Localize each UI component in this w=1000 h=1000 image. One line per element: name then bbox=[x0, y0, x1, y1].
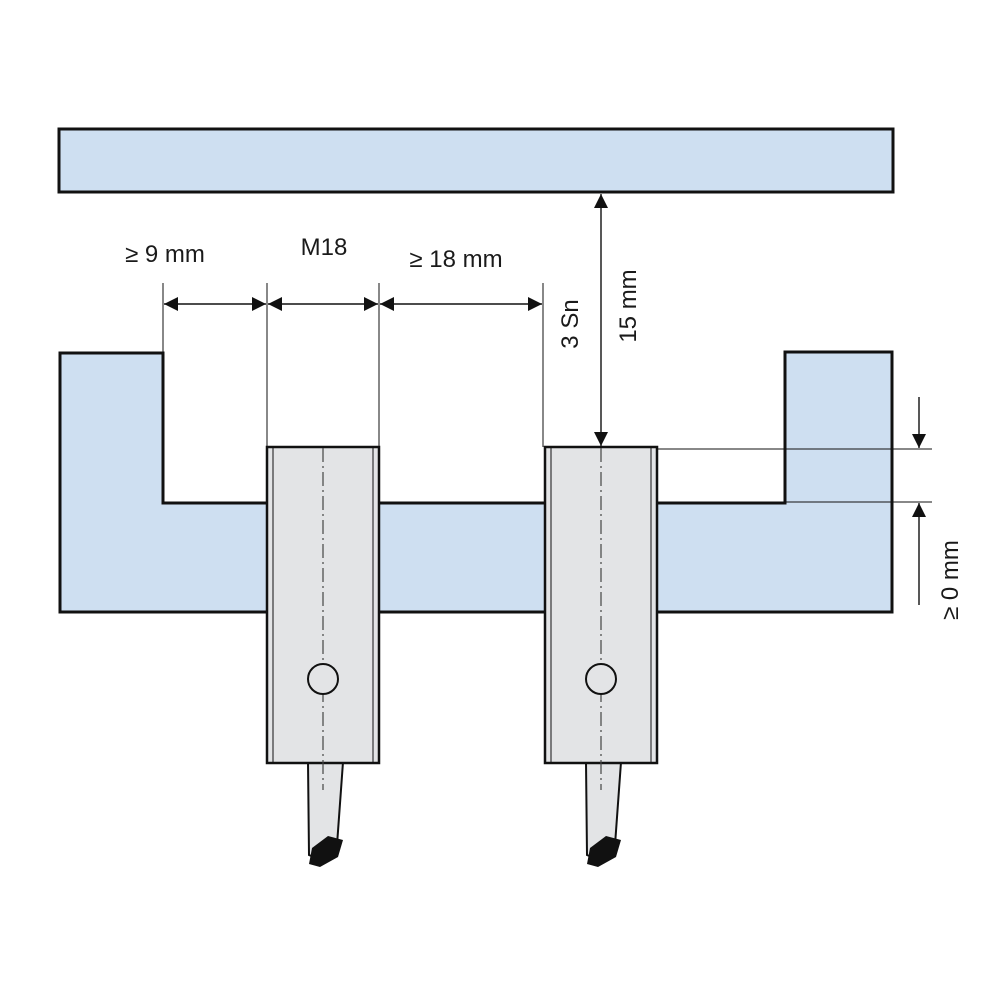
label-gap-left: ≥ 9 mm bbox=[125, 241, 205, 268]
mounting-bracket bbox=[58, 350, 894, 614]
label-sensing-distance: 3 Sn bbox=[557, 299, 584, 348]
sensor-led-right bbox=[585, 663, 617, 695]
cable-end-left bbox=[309, 836, 343, 867]
sensor-led-left bbox=[307, 663, 339, 695]
label-distance-to-target: 15 mm bbox=[615, 269, 642, 342]
target-plate bbox=[57, 127, 895, 194]
label-gap-between: ≥ 18 mm bbox=[409, 246, 502, 273]
cable-end-right bbox=[587, 836, 621, 867]
label-flush-offset: ≥ 0 mm bbox=[937, 540, 964, 620]
label-sensor-size: M18 bbox=[301, 234, 348, 261]
sensor-left bbox=[265, 445, 381, 867]
sensor-right bbox=[543, 445, 659, 867]
